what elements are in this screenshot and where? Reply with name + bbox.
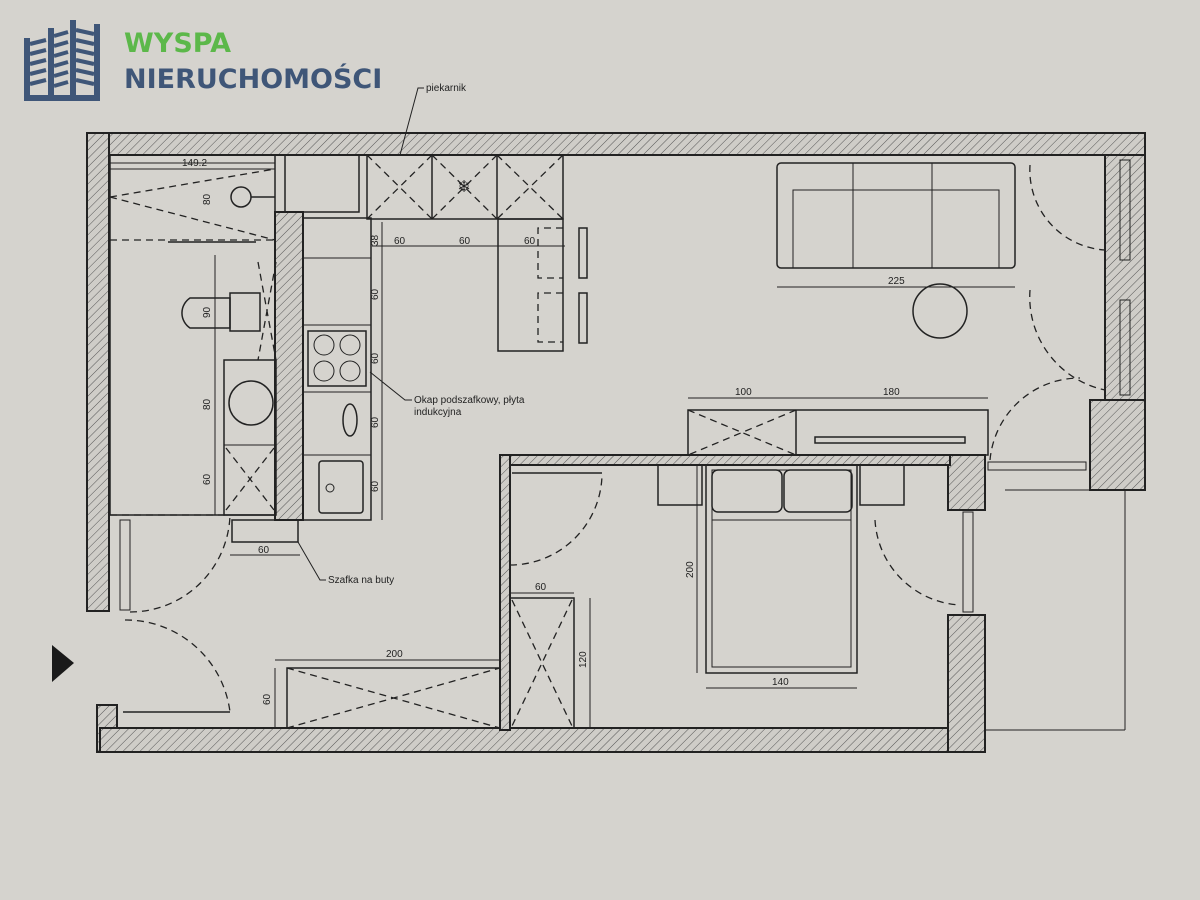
kitchen: ❄ — [284, 154, 588, 521]
cabinet-100-label: 100 — [735, 387, 752, 398]
building-icon — [24, 20, 100, 101]
brand-logo: WYSPA NIERUCHOMOŚCI — [24, 20, 382, 101]
sofa-width-label: 225 — [888, 276, 905, 287]
bed-width-label: 140 — [772, 677, 789, 688]
walls — [86, 132, 1146, 753]
bath-width-label: 149.2 — [182, 158, 207, 169]
washbasin-dim-label: 80 — [202, 398, 213, 410]
bathroom — [109, 154, 277, 516]
shoe-cabinet-width-label: 60 — [258, 545, 270, 556]
windows — [119, 159, 1131, 613]
kitchen-38-label: 38 — [370, 234, 381, 246]
hob-note-label: Okap podszafkowy, płyta — [414, 395, 525, 406]
leader-lines — [297, 87, 424, 581]
kitchen-top-3-label: 60 — [524, 236, 536, 247]
kitchen-top-2-label: 60 — [459, 236, 471, 247]
hall-wardrobe-depth-label: 60 — [262, 693, 273, 705]
living-room — [687, 162, 1016, 456]
brand-name-line2: NIERUCHOMOŚCI — [124, 63, 382, 95]
wardrobe-width-label: 60 — [535, 582, 547, 593]
hob-note-label-2: indukcyjna — [414, 407, 462, 418]
kitchen-top-1-label: 60 — [394, 236, 406, 247]
kitchen-side-3-label: 60 — [370, 416, 381, 428]
kitchen-side-4-label: 60 — [370, 480, 381, 492]
washer-dim-label: 60 — [202, 473, 213, 485]
dimension-labels: piekarnik 149.2 80 90 80 60 38 60 60 60 … — [182, 83, 905, 705]
brand-name-line1: WYSPA — [124, 28, 231, 59]
entrance-arrow-icon — [52, 645, 74, 682]
wardrobe-length-label: 120 — [578, 651, 589, 668]
hall-wardrobe-length-label: 200 — [386, 649, 403, 660]
shoe-cabinet-label: Szafka na buty — [328, 575, 394, 586]
kitchen-side-1-label: 60 — [370, 288, 381, 300]
toilet-dim-label: 90 — [202, 306, 213, 318]
bedroom — [231, 464, 905, 729]
cabinet-180-label: 180 — [883, 387, 900, 398]
bed-length-label: 200 — [685, 561, 696, 578]
dimension-lines — [110, 162, 1126, 731]
kitchen-side-2-label: 60 — [370, 352, 381, 364]
shower-depth-label: 80 — [202, 193, 213, 205]
freezer-snowflake-icon: ❄ — [459, 176, 470, 197]
oven-label: piekarnik — [426, 83, 467, 94]
